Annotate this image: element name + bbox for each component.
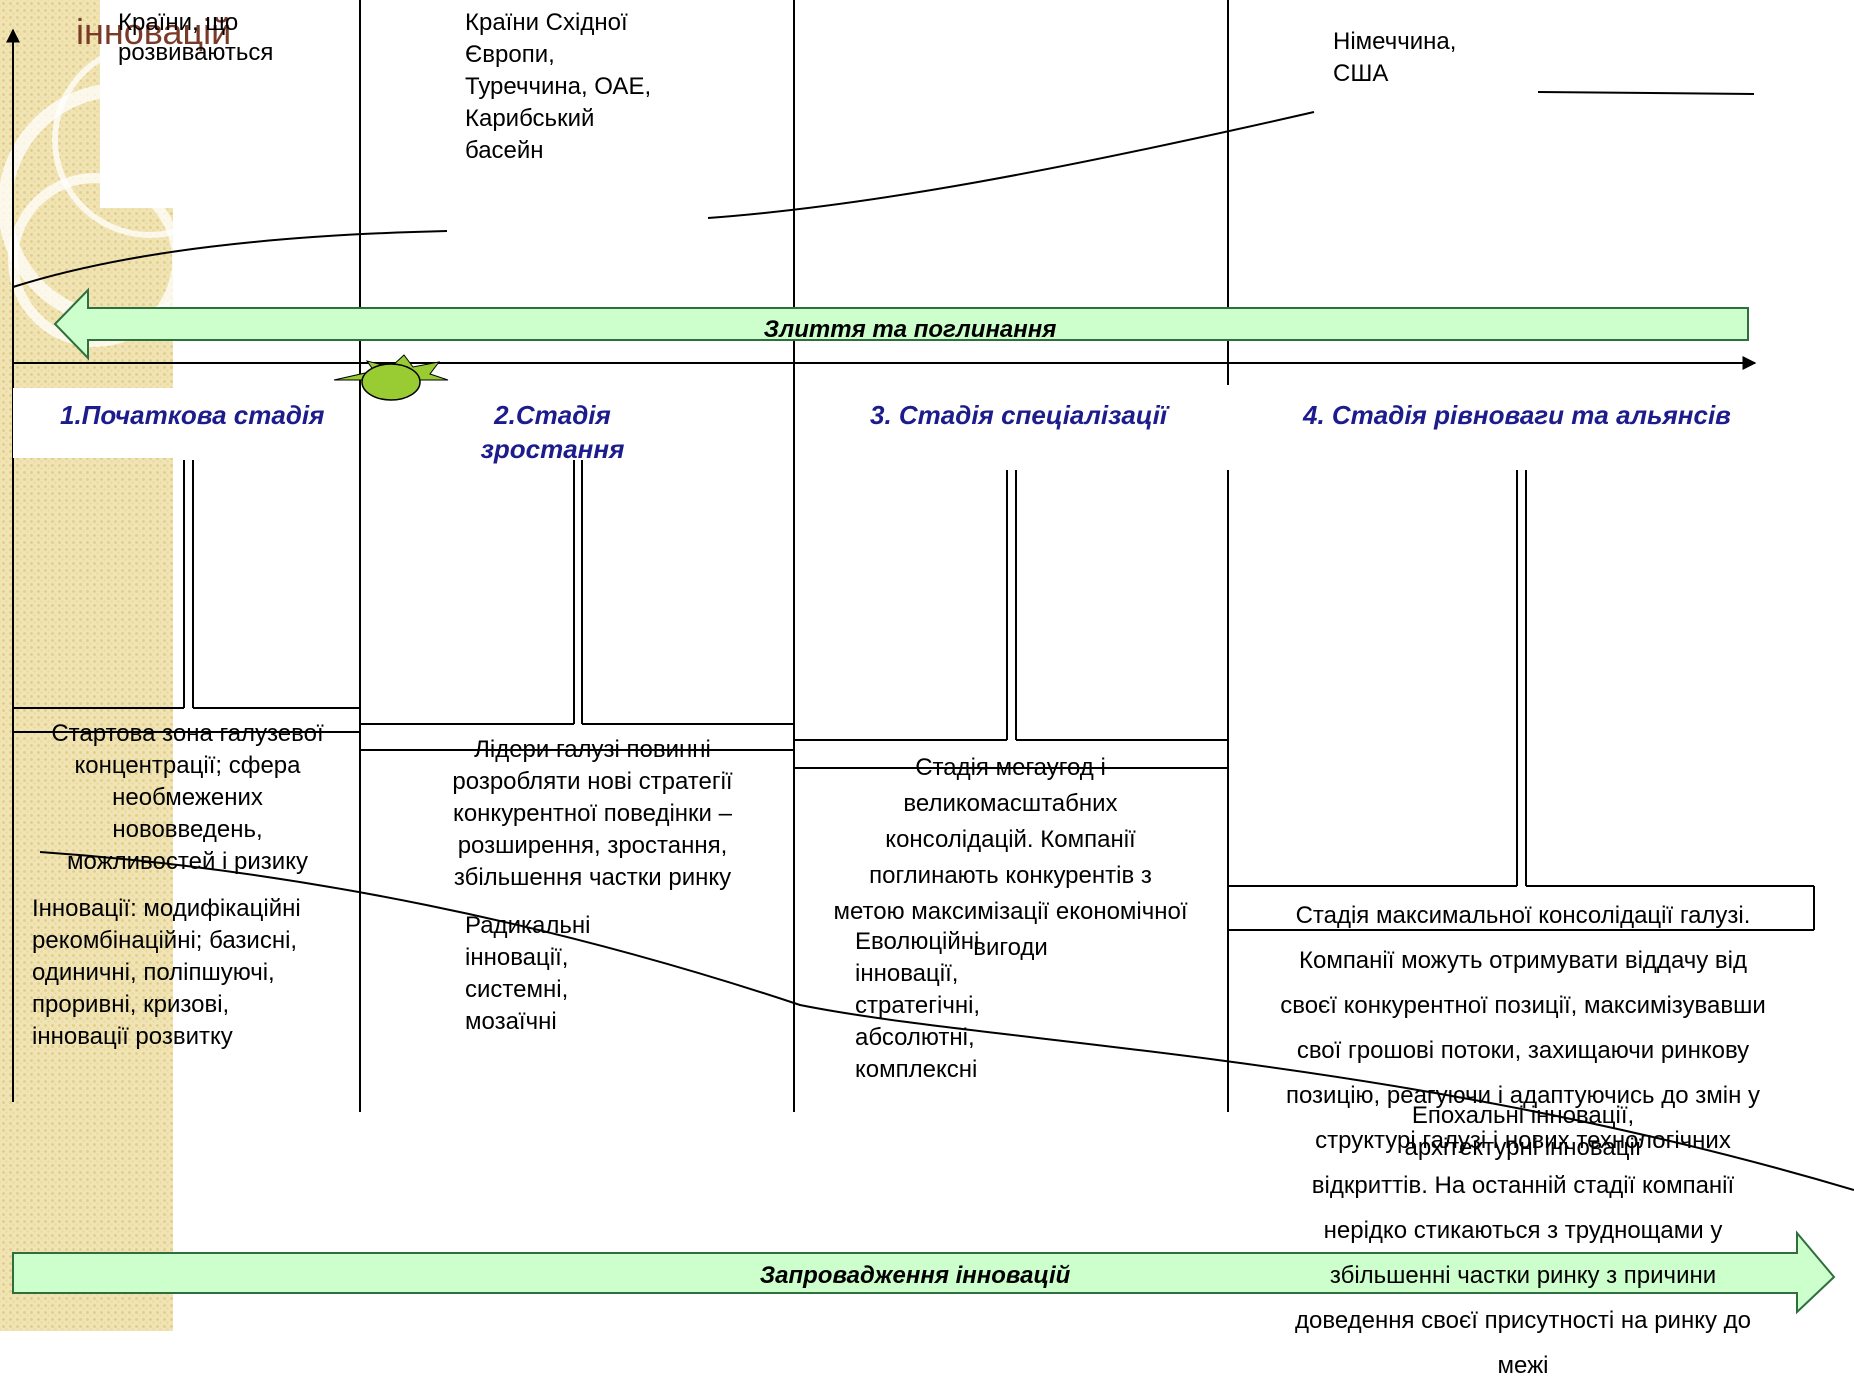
innovation-arrow-label: Запровадження інновацій: [759, 1262, 1071, 1289]
country-label-box: [100, 0, 296, 208]
country-label-developed: Німеччина, США: [1333, 28, 1457, 87]
stage-1-description: Стартова зона галузевої концентрації; сф…: [51, 720, 324, 875]
country-label-eastern: Країни Східної Європи, Туреччина, ОАЕ, К…: [465, 9, 652, 164]
stage-diagram: [0, 0, 1854, 1315]
country-label-developing: Країни, що розвиваються: [118, 9, 274, 66]
stage-dividers: [359, 0, 1229, 1112]
decorative-rings: [0, 42, 248, 347]
mergers-arrow: [53, 287, 1749, 361]
bracket-columns: [13, 460, 1815, 931]
innovation-curve: [39, 851, 1854, 1191]
slide-title-fragment: інновацій: [76, 11, 232, 52]
development-curve: [12, 91, 1755, 288]
stage-4-description: Стадія максимальної консолідації галузі.…: [1280, 902, 1766, 1379]
stage-2-description: Лідери галузі повинні розробляти нові ст…: [452, 736, 733, 891]
stage-3-description: Стадія мегаугод і великомасштабних консо…: [833, 754, 1188, 961]
stage-4-innovations: Епохальні інновації, архітектурні іннова…: [1404, 1102, 1642, 1161]
innovation-arrow: [12, 1230, 1836, 1315]
stage-3-innovations: Еволюційні інновації, стратегічні, абсол…: [855, 928, 981, 1083]
stage-2-innovations: Радикальні інновації, системні, мозаїчні: [465, 912, 591, 1035]
mergers-arrow-label: Злиття та поглинання: [763, 316, 1057, 343]
star-marker-icon: [333, 354, 449, 401]
stage-1-innovations: Інновації: модифікаційні рекомбінаційні;…: [32, 895, 301, 1050]
stage-3-title: 3. Стадія спеціалізації: [870, 400, 1168, 430]
stage-2-title: 2.Стадія зростання: [480, 400, 625, 464]
stage-4-title: 4. Стадія рівноваги та альянсів: [1303, 400, 1731, 430]
stage-1-title: 1.Початкова стадія: [60, 400, 325, 430]
decorative-sidebar: [0, 0, 173, 1331]
